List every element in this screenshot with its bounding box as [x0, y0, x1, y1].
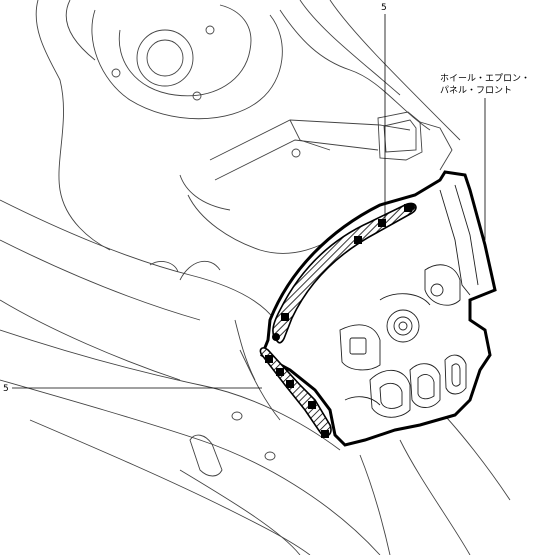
- leader-lines: [12, 14, 486, 389]
- sealer-points: [265, 204, 415, 438]
- apron-panel-details: [339, 184, 479, 418]
- apron-panel-outline: [260, 170, 497, 447]
- callout-label-wheel-apron: ホイール・エプロン・ パネル・フロント: [440, 73, 530, 97]
- sealer-strip-upper: [272, 202, 417, 344]
- callout-label-line-1: ホイール・エプロン・: [440, 74, 531, 84]
- wheel-apron-panel-front: [259, 170, 497, 447]
- background-body-lines: [0, 0, 511, 555]
- callout-number-left: 5: [3, 384, 9, 394]
- callout-label-line-2: パネル・フロント: [440, 86, 513, 96]
- callout-number-top: 5: [381, 3, 387, 13]
